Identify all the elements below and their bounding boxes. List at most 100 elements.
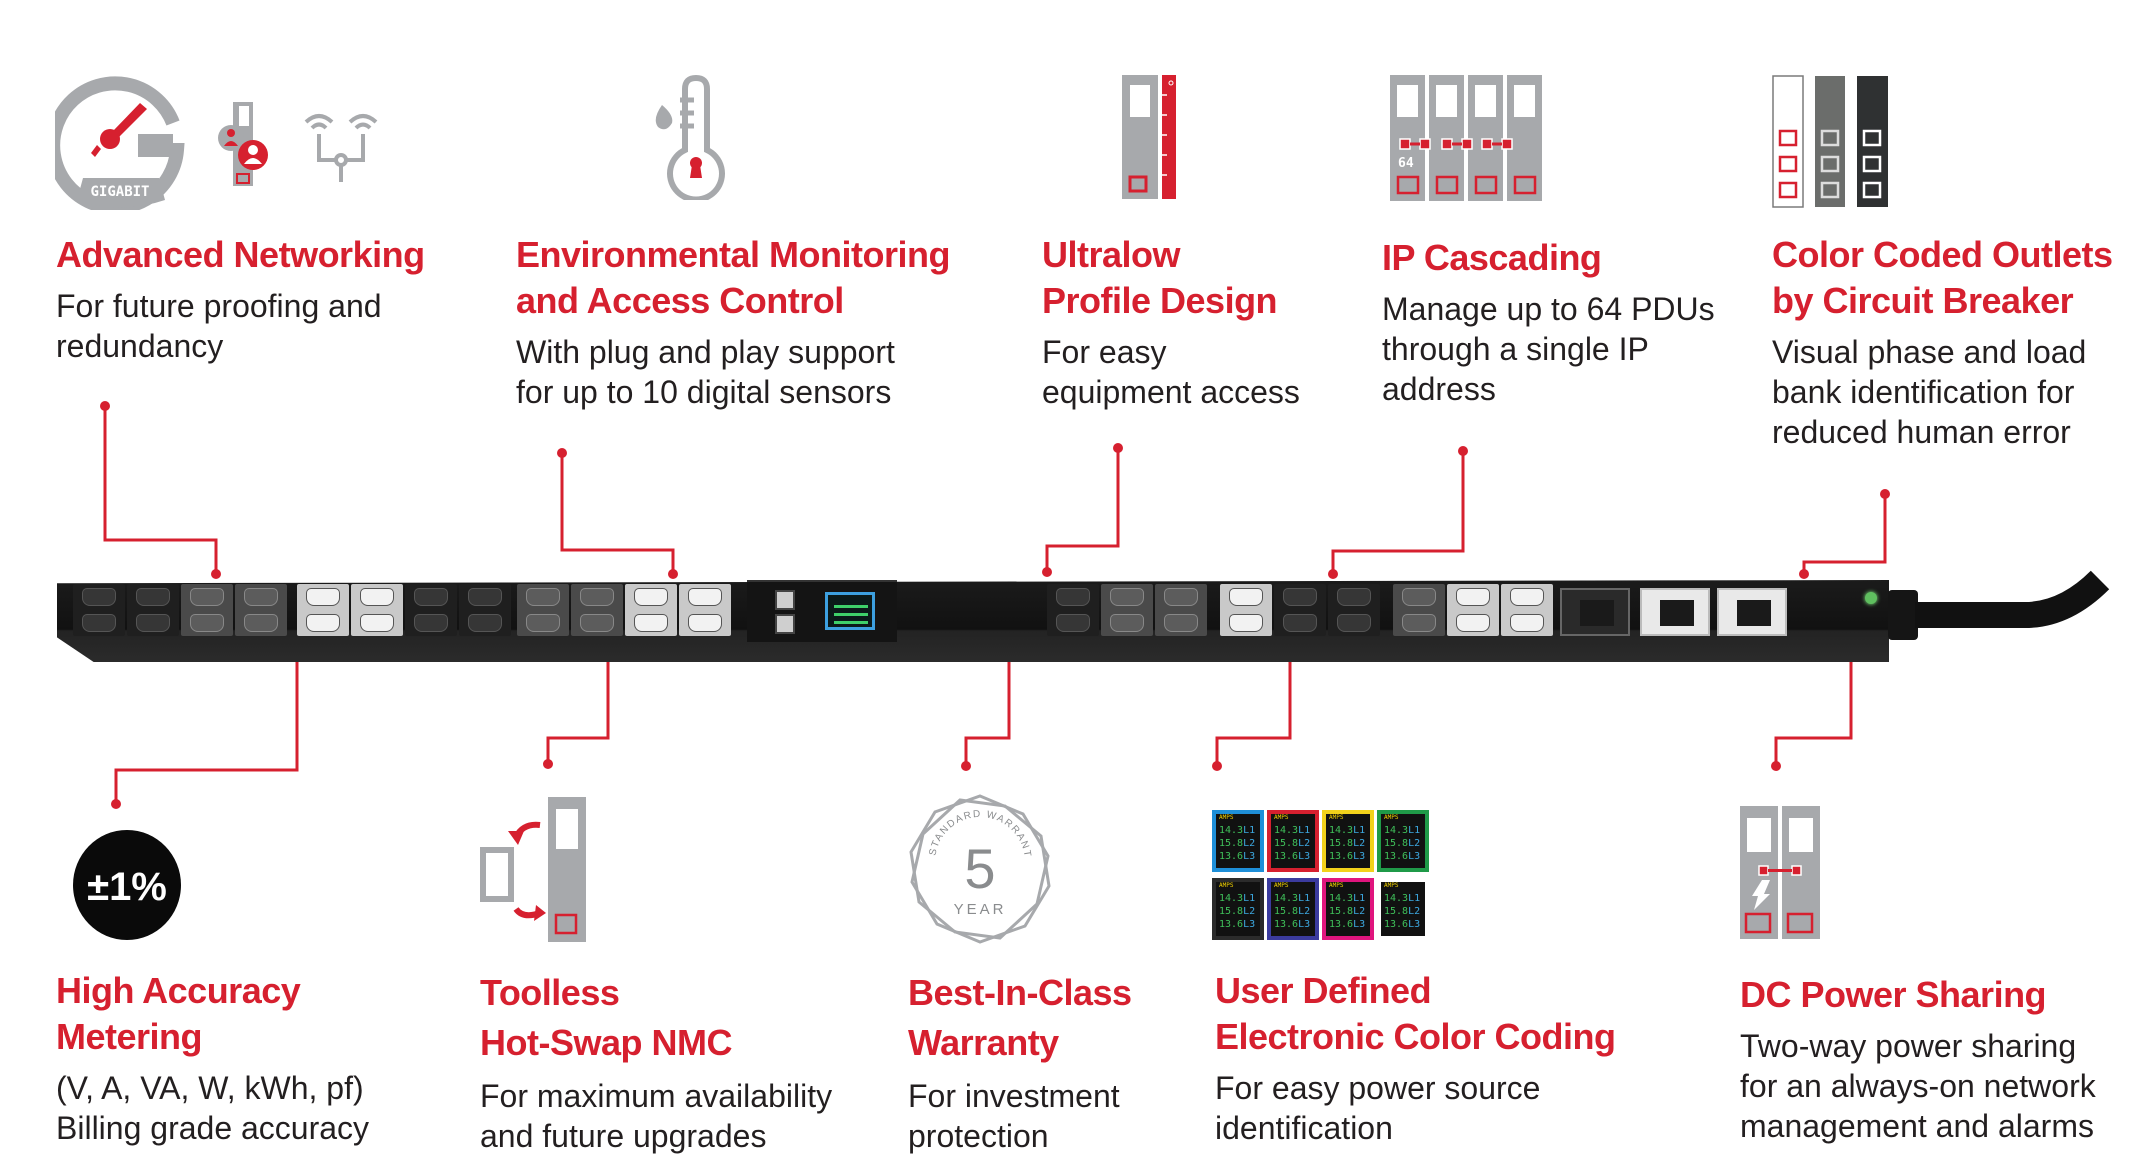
svg-text:YEAR: YEAR xyxy=(954,901,1007,918)
feature-color-coded-outlets: Color Coded Outlets by Circuit Breaker V… xyxy=(1772,232,2113,452)
lcd-row: 13.6L3 xyxy=(1384,851,1421,862)
lcd-unit: AMPS xyxy=(1274,882,1289,889)
circuit-breaker[interactable] xyxy=(1640,588,1710,636)
lcd-row: 14.3L1 xyxy=(1219,893,1256,904)
low-profile-pdu-icon xyxy=(1122,75,1176,199)
feature-description: With plug and play support for up to 10 … xyxy=(516,334,895,410)
lcd-unit: AMPS xyxy=(1219,814,1234,821)
feature-description: For easy power source identification xyxy=(1215,1070,1541,1146)
feature-electronic-color-coding: User Defined Electronic Color Coding For… xyxy=(1215,968,1616,1148)
feature-description: For investment protection xyxy=(908,1078,1120,1154)
outlet xyxy=(73,584,125,636)
connector-ip-cascading xyxy=(1331,451,1465,574)
lcd-row: 14.3L1 xyxy=(1384,825,1421,836)
lcd-row: 14.3L1 xyxy=(1329,893,1366,904)
lcd-row: 15.8L2 xyxy=(1274,838,1311,849)
hot-swap-icon xyxy=(480,797,586,942)
lcd-unit: AMPS xyxy=(1219,882,1234,889)
lcd-row: 14.3L1 xyxy=(1384,893,1421,904)
circuit-breaker[interactable] xyxy=(1717,588,1787,636)
outlet xyxy=(1447,584,1499,636)
lcd-row: 15.8L2 xyxy=(1384,838,1421,849)
feature-description: Manage up to 64 PDUs through a single IP… xyxy=(1382,291,1715,407)
color-coded-outlets-icon xyxy=(1772,75,1888,208)
lcd-tile: AMPS 14.3L1 15.8L2 13.6L3 xyxy=(1377,810,1429,872)
lcd-row: 15.8L2 xyxy=(1274,906,1311,917)
lcd-unit: AMPS xyxy=(1384,814,1399,821)
outlet-bank xyxy=(1393,584,1555,636)
feature-dc-power-sharing: DC Power Sharing Two-way power sharing f… xyxy=(1740,972,2096,1146)
outlet xyxy=(679,584,731,636)
outlet xyxy=(1220,584,1272,636)
feature-title: Best-In-Class Warranty xyxy=(908,972,1132,1063)
feature-advanced-networking: Advanced Networking For future proofing … xyxy=(56,232,425,366)
lcd-row: 14.3L1 xyxy=(1274,893,1311,904)
outlet xyxy=(459,584,511,636)
lcd-unit: AMPS xyxy=(1329,814,1344,821)
lcd-row: 13.6L3 xyxy=(1329,851,1366,862)
svg-text:64: 64 xyxy=(1398,156,1414,171)
feature-toolless-hot-swap: Toolless Hot-Swap NMC For maximum availa… xyxy=(480,968,832,1156)
outlet xyxy=(127,584,179,636)
dual-user-pdu-icon xyxy=(218,102,268,186)
dc-power-sharing-icon xyxy=(1740,806,1820,939)
outlet xyxy=(1047,584,1099,636)
feature-title: IP Cascading xyxy=(1382,237,1602,278)
connector-high-accuracy xyxy=(114,637,299,804)
outlet-bank xyxy=(73,584,289,636)
lcd-row: 15.8L2 xyxy=(1219,906,1256,917)
outlet-bank xyxy=(517,584,733,636)
connector-ultralow xyxy=(1045,448,1120,572)
feature-title: Toolless Hot-Swap NMC xyxy=(480,972,732,1063)
thermometer-lock-icon xyxy=(655,75,725,200)
feature-warranty: Best-In-Class Warranty For investment pr… xyxy=(908,968,1132,1156)
feature-environmental-monitoring: Environmental Monitoring and Access Cont… xyxy=(516,232,951,412)
feature-description: (V, A, VA, W, kWh, pf) Billing grade acc… xyxy=(56,1070,370,1146)
feature-high-accuracy-metering: High Accuracy Metering (V, A, VA, W, kWh… xyxy=(56,968,369,1148)
feature-description: For future proofing and redundancy xyxy=(56,288,382,364)
lcd-row: 13.6L3 xyxy=(1274,851,1311,862)
outlet xyxy=(1101,584,1153,636)
lcd-row: 15.8L2 xyxy=(1219,838,1256,849)
outlet xyxy=(297,584,349,636)
outlet-bank xyxy=(1047,584,1209,636)
feature-description: Two-way power sharing for an always-on n… xyxy=(1740,1028,2096,1144)
outlet xyxy=(1155,584,1207,636)
outlet xyxy=(181,584,233,636)
outlet xyxy=(235,584,287,636)
feature-description: Visual phase and load bank identificatio… xyxy=(1772,334,2087,450)
outlet xyxy=(405,584,457,636)
svg-text:±1%: ±1% xyxy=(87,865,167,909)
feature-title: Environmental Monitoring and Access Cont… xyxy=(516,234,951,321)
feature-description: For maximum availability and future upgr… xyxy=(480,1078,833,1154)
feature-title: Advanced Networking xyxy=(56,234,425,275)
gigabit-gauge-icon: GIGABIT xyxy=(55,76,185,210)
pdu-strip xyxy=(57,580,1889,662)
lcd-tile: AMPS 14.3L1 15.8L2 13.6L3 xyxy=(1322,878,1374,940)
svg-text:GIGABIT: GIGABIT xyxy=(90,184,149,200)
lcd-row: 13.6L3 xyxy=(1329,919,1366,930)
outlet-bank xyxy=(297,584,513,636)
lcd-row: 13.6L3 xyxy=(1384,919,1421,930)
outlet xyxy=(517,584,569,636)
lcd-unit: AMPS xyxy=(1274,814,1289,821)
feature-title: DC Power Sharing xyxy=(1740,974,2047,1015)
feature-title: User Defined Electronic Color Coding xyxy=(1215,970,1616,1057)
network-management-card[interactable] xyxy=(747,580,897,642)
feature-title: Ultralow Profile Design xyxy=(1042,234,1278,321)
lcd-row: 14.3L1 xyxy=(1274,825,1311,836)
circuit-breaker[interactable] xyxy=(1560,588,1630,636)
lcd-unit: AMPS xyxy=(1329,882,1344,889)
lcd-row: 14.3L1 xyxy=(1329,825,1366,836)
outlet xyxy=(1274,584,1326,636)
outlet xyxy=(1328,584,1380,636)
lcd-row: 15.8L2 xyxy=(1384,906,1421,917)
lcd-row: 15.8L2 xyxy=(1329,906,1366,917)
accuracy-badge-icon: ±1% xyxy=(73,830,181,940)
